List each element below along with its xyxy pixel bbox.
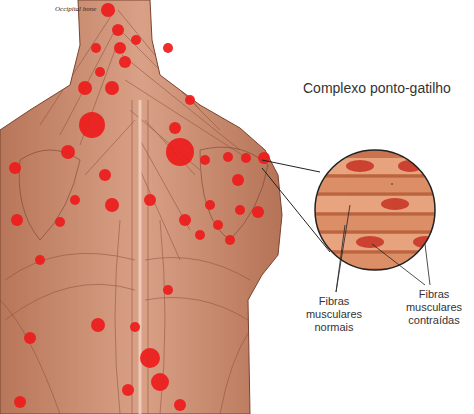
fibre-label: Fibras musculares contraídas — [398, 288, 470, 327]
fibre-label: Fibras musculares normais — [298, 295, 370, 334]
inset-title: Complexo ponto-gatilho — [303, 80, 451, 96]
bone-label: Occipital bone — [55, 5, 96, 13]
